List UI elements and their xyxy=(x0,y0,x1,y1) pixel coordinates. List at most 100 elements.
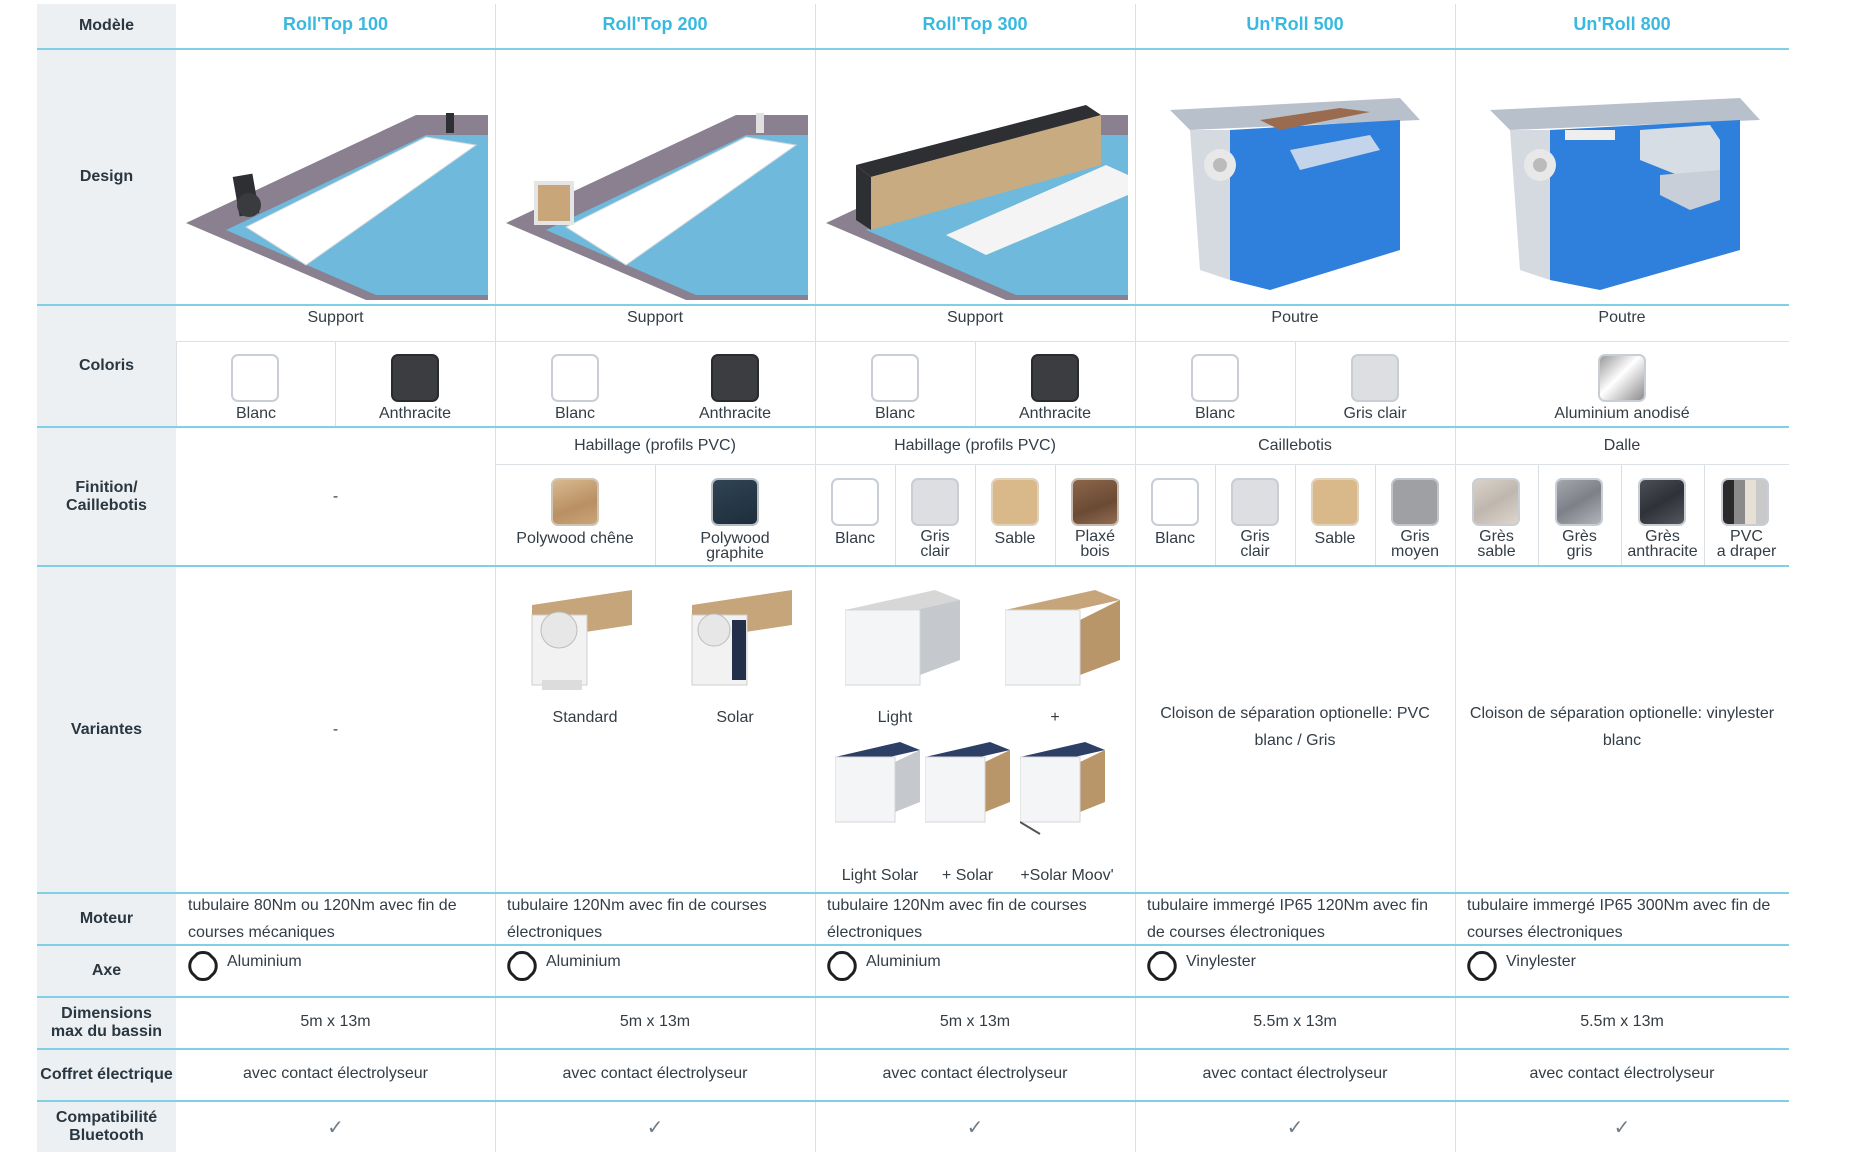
color-swatch-gris-clair xyxy=(1351,354,1399,402)
color-swatch-anthracite xyxy=(1031,354,1079,402)
cell-divider xyxy=(1375,465,1376,565)
coloris-subheader: Support xyxy=(946,309,1004,326)
check-icon: ✓ xyxy=(1286,1116,1304,1139)
cell-divider xyxy=(1295,342,1296,426)
check-icon: ✓ xyxy=(646,1116,664,1139)
octagon-axis-icon xyxy=(507,951,537,981)
finish-label: Blanc xyxy=(1154,530,1196,547)
model-title: Roll'Top 200 xyxy=(602,13,708,34)
variant-label: + xyxy=(1050,709,1060,726)
color-swatch-blanc xyxy=(231,354,279,402)
check-icon: ✓ xyxy=(966,1116,984,1139)
row-divider xyxy=(37,1048,1789,1050)
unroll-800-image xyxy=(1490,98,1760,290)
finish-swatch-gris-clair xyxy=(911,478,959,526)
model-title: Roll'Top 100 xyxy=(283,13,388,34)
cell-divider xyxy=(895,465,896,565)
octagon-axis-icon xyxy=(827,951,857,981)
octagon-axis-icon xyxy=(1467,951,1497,981)
row-label-moteur: Moteur xyxy=(37,894,176,944)
cell-divider xyxy=(1295,465,1296,565)
moteur-text: tubulaire immergé IP65 300Nm avec fin de… xyxy=(1467,897,1771,941)
color-label: Anthracite xyxy=(698,405,772,422)
variant-light-image xyxy=(845,590,960,686)
color-label: Blanc xyxy=(874,405,916,422)
row-divider xyxy=(37,304,1789,306)
row-label-coloris: Coloris xyxy=(37,306,176,426)
finition-empty: - xyxy=(332,487,339,505)
variant-label: Light Solar xyxy=(841,867,919,884)
cell-divider xyxy=(1704,465,1705,565)
dimension-text: 5m x 13m xyxy=(619,1013,691,1030)
axe-text: Aluminium xyxy=(546,953,621,970)
color-swatch-blanc xyxy=(1191,354,1239,402)
color-label: Anthracite xyxy=(1018,405,1092,422)
subheader-divider xyxy=(176,341,1789,342)
finish-swatch-sable xyxy=(991,478,1039,526)
subheader-divider xyxy=(495,464,1789,465)
cell-divider xyxy=(1538,465,1539,565)
variant-label: Light xyxy=(877,709,913,726)
coloris-subheader: Support xyxy=(626,309,684,326)
color-swatch-anthracite xyxy=(711,354,759,402)
finish-label: Sable xyxy=(1314,530,1356,547)
variant-label: Standard xyxy=(552,709,618,726)
axe-text: Vinylester xyxy=(1186,953,1256,970)
dimension-text: 5m x 13m xyxy=(939,1013,1011,1030)
row-divider xyxy=(37,565,1789,567)
coffret-text: avec contact électrolyseur xyxy=(1202,1065,1388,1082)
cell-divider xyxy=(1055,465,1056,565)
variant-text: Cloison de séparation optionelle: vinyle… xyxy=(1469,705,1775,749)
finish-swatch-plaxe-bois xyxy=(1071,478,1119,526)
color-label: Blanc xyxy=(235,405,277,422)
cell-divider xyxy=(975,465,976,565)
variant-plus-image xyxy=(1005,590,1120,686)
finish-swatch-polywood-chene xyxy=(551,478,599,526)
dimension-text: 5.5m x 13m xyxy=(1253,1013,1337,1030)
coffret-text: avec contact électrolyseur xyxy=(882,1065,1068,1082)
finish-label: Sable xyxy=(994,530,1036,547)
cell-divider xyxy=(176,342,177,426)
model-title: Un'Roll 800 xyxy=(1573,13,1671,34)
octagon-axis-icon xyxy=(1147,951,1177,981)
dimension-text: 5m x 13m xyxy=(300,1013,371,1030)
check-icon: ✓ xyxy=(1613,1116,1631,1139)
dimension-text: 5.5m x 13m xyxy=(1580,1013,1664,1030)
coloris-subheader: Poutre xyxy=(1271,309,1319,326)
finish-swatch-polywood-graphite xyxy=(711,478,759,526)
row-divider xyxy=(37,996,1789,998)
finition-subheader: Habillage (profils PVC) xyxy=(894,437,1056,454)
coloris-subheader: Poutre xyxy=(1598,309,1646,326)
variant-standard-image xyxy=(531,590,632,690)
row-label-modele: Modèle xyxy=(37,4,176,48)
rolltop-100-image xyxy=(186,113,488,300)
rolltop-200-image xyxy=(506,113,808,300)
finish-swatch-blanc xyxy=(1151,478,1199,526)
color-swatch-blanc xyxy=(871,354,919,402)
coffret-text: avec contact électrolyseur xyxy=(243,1065,428,1082)
row-divider xyxy=(37,944,1789,946)
finish-label: Blanc xyxy=(834,530,876,547)
finition-subheader: Habillage (profils PVC) xyxy=(574,437,736,454)
variant-label: + Solar xyxy=(941,867,994,884)
cell-divider xyxy=(1621,465,1622,565)
cell-divider xyxy=(975,342,976,426)
moteur-text: tubulaire 120Nm avec fin de courses élec… xyxy=(507,897,767,941)
axe-text: Aluminium xyxy=(866,953,941,970)
color-label: Gris clair xyxy=(1343,405,1407,422)
finish-swatch-gris-moyen xyxy=(1391,478,1439,526)
unroll-500-image xyxy=(1170,98,1420,290)
finish-swatch-blanc xyxy=(831,478,879,526)
coffret-text: avec contact électrolyseur xyxy=(1529,1065,1715,1082)
variantes-empty: - xyxy=(332,720,339,738)
color-label: Blanc xyxy=(554,405,596,422)
finition-subheader: Dalle xyxy=(1603,437,1641,454)
cell-divider xyxy=(335,342,336,426)
